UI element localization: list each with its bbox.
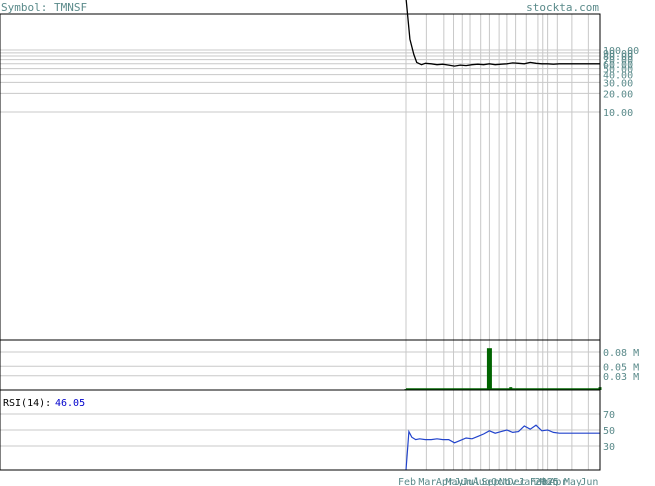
price-y-tick-label: 80.00 — [603, 52, 633, 63]
rsi-label: RSI(14): — [3, 398, 51, 409]
x-tick-label: May — [564, 477, 582, 486]
x-tick-label: Jun — [580, 477, 598, 486]
rsi-current-value: 46.05 — [55, 398, 85, 409]
volume-bar — [486, 348, 492, 390]
rsi-y-tick-label: 70 — [603, 410, 615, 421]
price-y-tick-label: 100.00 — [603, 46, 639, 57]
price-y-tick-label: 60.00 — [603, 60, 633, 71]
price-series-line — [405, 0, 600, 67]
price-y-tick-label: 20.00 — [603, 89, 633, 100]
x-tick-label: Nov — [499, 477, 517, 486]
volume-y-tick-label: 0.03 M — [603, 372, 639, 383]
rsi-y-tick-label: 30 — [603, 442, 615, 453]
price-y-tick-label: 50.00 — [603, 65, 633, 76]
price-y-axis-labels: 100.0090.0080.0070.0060.0050.0040.0030.0… — [603, 46, 639, 119]
x-tick-label: Oct — [491, 477, 509, 486]
x-tick-label: Mar — [540, 477, 558, 486]
price-y-tick-label: 40.00 — [603, 71, 633, 82]
rsi-y-tick-label: 50 — [603, 426, 615, 437]
rsi-panel-frame — [0, 389, 601, 471]
rsi-y-axis-labels: 70 50 30 — [603, 410, 615, 453]
x-tick-label: 2025 — [535, 477, 559, 486]
x-tick-label: Dec — [508, 477, 526, 486]
price-y-tick-label: 30.00 — [603, 78, 633, 89]
x-tick-label: Apr — [549, 477, 567, 486]
price-y-tick-label: 70.00 — [603, 56, 633, 67]
x-tick-label: May — [446, 477, 464, 486]
volume-y-tick-label: 0.05 M — [603, 362, 639, 373]
x-tick-label: Aug — [473, 477, 491, 486]
volume-y-axis-labels: 0.08 M 0.05 M0.03 M — [603, 348, 639, 383]
price-y-tick-label: 90.00 — [603, 49, 633, 60]
site-label: stockta.com — [526, 1, 599, 14]
x-tick-label: Jul — [462, 477, 480, 486]
x-tick-label: Feb — [530, 477, 548, 486]
x-tick-label: Mar — [418, 477, 436, 486]
volume-panel-frame — [0, 339, 601, 391]
price-y-tick-label: 10.00 — [603, 108, 633, 119]
x-tick-label: Feb — [398, 477, 416, 486]
rsi-series-line — [405, 424, 600, 471]
x-tick-label: Sep — [481, 477, 499, 486]
x-tick-label: Apr — [436, 477, 454, 486]
symbol-label: Symbol: TMNSF — [1, 1, 87, 14]
volume-y-tick-label: 0.08 M — [603, 348, 639, 359]
x-tick-label: Jun — [454, 477, 472, 486]
grid-layer — [0, 14, 600, 470]
x-tick-label: Jan — [518, 477, 536, 486]
